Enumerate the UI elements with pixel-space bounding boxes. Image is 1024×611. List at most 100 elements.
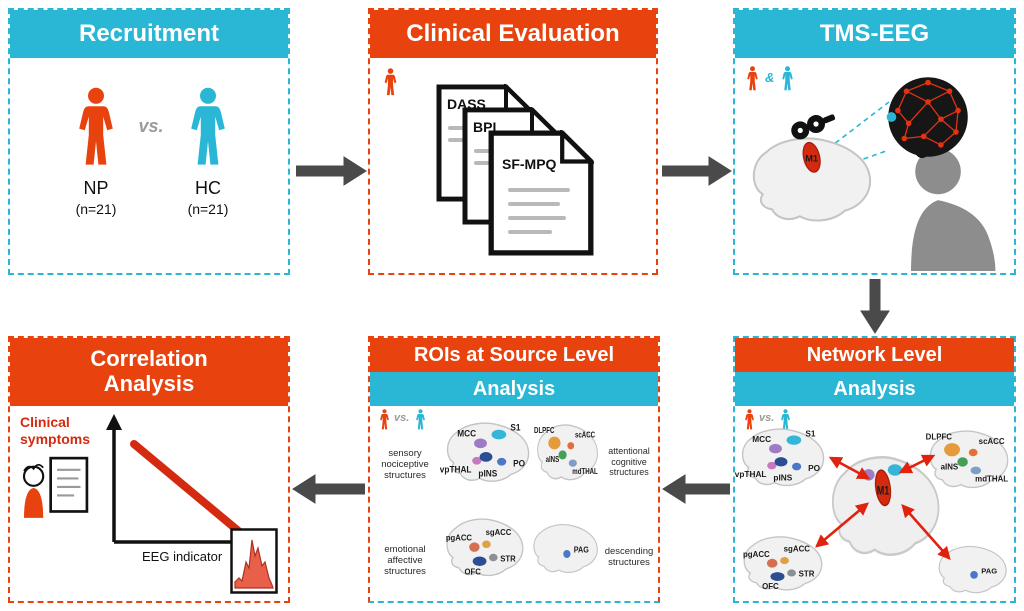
region-label: OFC [762, 582, 779, 591]
emotional-group-label: emotional affective structures [384, 544, 426, 578]
descending-brain-icon: PAG [533, 524, 598, 574]
region-label: aINS [941, 462, 959, 471]
arrow-m1-to-descending [901, 504, 951, 560]
m1-label: M1 [877, 484, 890, 498]
correlation-title-line1: Correlation [90, 346, 208, 372]
region-label: sgACC [784, 545, 811, 554]
arrow-network-to-rois [662, 474, 730, 504]
region-label: S1 [510, 422, 520, 432]
panel-clinical-title: Clinical Evaluation [370, 10, 656, 58]
panel-network-body: vs. M1 MCC S1 vpTHAL pINS [735, 406, 1014, 601]
region-label: S1 [805, 428, 815, 438]
vs-label: vs. [394, 412, 410, 424]
sensory-group-label: sensory nociceptive structures [381, 448, 429, 482]
region-label: STR [799, 569, 815, 578]
m1-label: M1 [805, 152, 818, 163]
region-label: DLPFC [926, 432, 952, 441]
panel-rois: ROIs at Source Level Analysis vs. sensor… [368, 336, 660, 603]
ampersand: & [765, 70, 775, 85]
panel-correlation: Correlation Analysis Clinical symptoms [8, 336, 290, 603]
subject-silhouette-icon [911, 139, 996, 271]
arrow-tms-to-network [860, 279, 890, 334]
region-label: pINS [478, 468, 497, 478]
sensory-brain-icon: MCC S1 vpTHAL pINS PO [440, 422, 530, 482]
hc-person-icon [191, 87, 225, 165]
stimulated-brain-icon: M1 [752, 137, 872, 222]
rois-title-line1: ROIs at Source Level [370, 338, 658, 372]
region-label: pgACC [446, 533, 472, 542]
eeg-cap-icon [886, 77, 968, 157]
emotional-brain-icon: pgACC sgACC OFC STR [446, 518, 524, 577]
region-label: mdTHAL [572, 466, 598, 476]
panel-recruitment-title: Recruitment [10, 10, 288, 58]
arrow-m1-to-attentional [898, 454, 936, 474]
arrow-recruitment-to-clinical [296, 156, 367, 186]
panel-clinical-body: DASS BPI SF-MPQ [370, 58, 656, 271]
region-label: scACC [575, 430, 596, 440]
patient-report-icon [22, 456, 89, 518]
region-label: scACC [979, 437, 1005, 446]
negative-correlation-line [130, 440, 246, 538]
network-title-line2: Analysis [735, 372, 1014, 406]
network-attentional-brain-icon: DLPFC scACC aINS mdTHAL [926, 430, 1009, 489]
attentional-group-label: attentional cognitive structures [608, 446, 650, 478]
central-brain-icon: M1 [831, 456, 940, 556]
panel-network: Network Level Analysis vs. M1 [733, 336, 1016, 603]
panel-tms-body: & [735, 58, 1014, 271]
np-label: NP [83, 178, 109, 198]
vs-label: vs. [138, 116, 164, 136]
hc-label: HC [195, 178, 221, 198]
arrow-clinical-to-tms [662, 156, 732, 186]
hc-count: (n=21) [187, 201, 229, 217]
panel-recruitment-body: vs. NP (n=21) HC (n=21) [10, 58, 288, 271]
doc-line [508, 216, 566, 220]
region-label: pINS [773, 473, 792, 483]
connectivity-arrows [815, 454, 951, 560]
attentional-brain-icon: DLPFC scACC aINS mdTHAL [534, 424, 598, 481]
region-label: PAG [574, 545, 589, 554]
doc-label: SF-MPQ [502, 156, 557, 172]
rois-title-line2: Analysis [370, 372, 658, 406]
correlation-title-line2: Analysis [103, 371, 195, 396]
arrow-m1-to-emotional [815, 502, 869, 548]
region-label: vpTHAL [440, 464, 471, 474]
tms-coil-icon [791, 114, 836, 140]
np-mini-person-icon [380, 409, 389, 430]
region-label: vpTHAL [735, 469, 766, 479]
np-person-icon [79, 87, 113, 165]
region-label: PO [513, 458, 525, 468]
doc-line [508, 230, 552, 234]
panel-clinical-evaluation: Clinical Evaluation DASS BPI SF-MPQ [368, 8, 658, 275]
region-label: MCC [752, 434, 771, 444]
region-label: pgACC [743, 550, 770, 559]
y-axis-arrowhead [106, 414, 122, 430]
eeg-indicator-label: EEG indicator [142, 549, 223, 564]
doc-line [508, 202, 560, 206]
panel-tms-eeg: TMS-EEG & [733, 8, 1016, 275]
arrow-m1-to-sensory [828, 456, 871, 480]
region-label: OFC [465, 567, 481, 576]
region-label: aINS [546, 454, 560, 464]
network-title-line1: Network Level [735, 338, 1014, 372]
patient-person-icon [384, 68, 397, 96]
electrode-highlight-dot [886, 112, 897, 122]
network-emotional-brain-icon: pgACC sgACC OFC STR [743, 536, 823, 591]
region-label: MCC [457, 428, 476, 438]
vs-label: vs. [759, 412, 775, 424]
region-label: STR [500, 554, 516, 563]
region-label: DLPFC [534, 425, 555, 435]
panel-correlation-body: Clinical symptoms EEG indicator [10, 406, 288, 601]
clinical-symptoms-label: Clinical symptoms [20, 414, 91, 447]
region-label: PAG [981, 566, 997, 575]
panel-rois-body: vs. sensory nociceptive structures MCC S… [370, 406, 658, 601]
sfmpq-document-icon: SF-MPQ [488, 130, 594, 256]
eeg-histogram-icon [230, 528, 278, 594]
hc-mini-person-icon [416, 409, 425, 430]
descending-group-label: descending structures [604, 546, 654, 569]
panel-correlation-title: Correlation Analysis [10, 338, 288, 406]
region-label: sgACC [486, 528, 512, 537]
network-descending-brain-icon: PAG [938, 545, 1007, 594]
panel-tms-title: TMS-EEG [735, 10, 1014, 58]
doc-line [508, 188, 570, 192]
